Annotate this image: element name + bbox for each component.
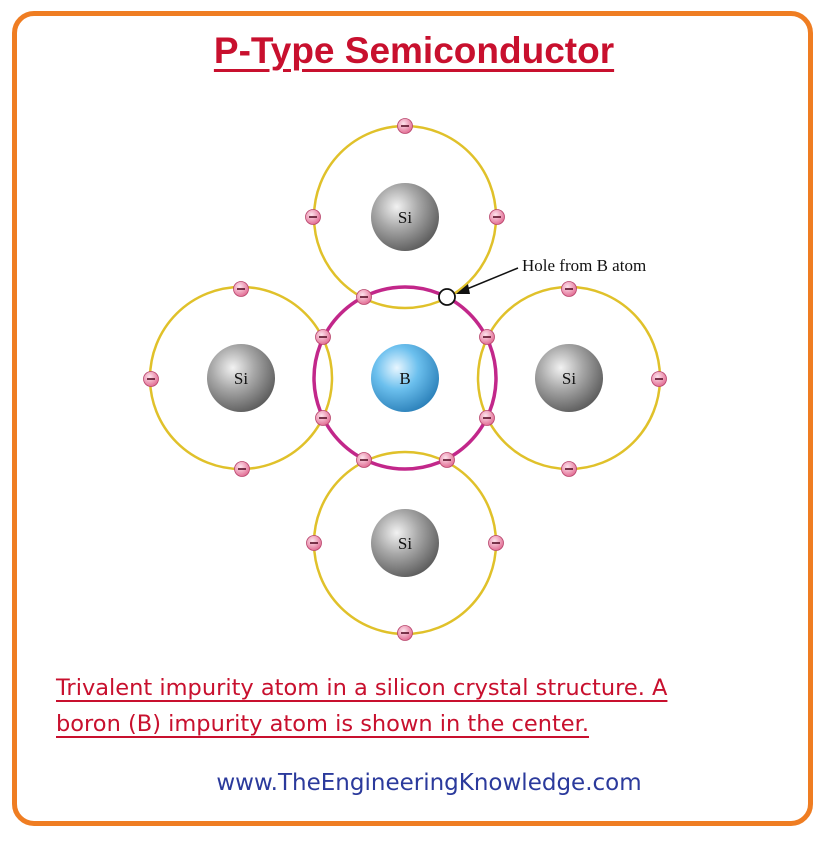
atom-top-si: Si <box>371 183 439 251</box>
hole-arrow-head <box>456 284 470 294</box>
electron <box>143 371 159 387</box>
page-title: P-Type Semiconductor <box>213 30 615 71</box>
website-footer: www.TheEngineeringKnowledge.com <box>216 770 642 796</box>
electron <box>397 625 413 641</box>
electron <box>489 209 505 225</box>
caption-line-1: Trivalent impurity atom in a silicon cry… <box>56 675 668 701</box>
diagram-frame <box>12 11 813 826</box>
atom-right-si: Si <box>535 344 603 412</box>
atom-center-b: B <box>371 344 439 412</box>
electron <box>479 410 495 426</box>
electron <box>315 410 331 426</box>
electron <box>356 452 372 468</box>
caption: Trivalent impurity atom in a silicon cry… <box>56 670 776 742</box>
atom-left-si: Si <box>207 344 275 412</box>
electron <box>479 329 495 345</box>
electron <box>233 281 249 297</box>
electron <box>234 461 250 477</box>
hole-arrow-line <box>461 267 519 292</box>
hole-marker <box>438 288 456 306</box>
caption-line-2: boron (B) impurity atom is shown in the … <box>56 711 589 737</box>
hole-label: Hole from B atom <box>522 256 646 275</box>
electron <box>439 452 455 468</box>
atom-left-label: Si <box>234 369 248 388</box>
electron <box>488 535 504 551</box>
atom-bottom-si: Si <box>371 509 439 577</box>
electron <box>306 535 322 551</box>
atom-top-label: Si <box>398 208 412 227</box>
atom-center-label: B <box>399 369 410 388</box>
electron <box>561 461 577 477</box>
electron <box>651 371 667 387</box>
atom-right-label: Si <box>562 369 576 388</box>
electron <box>315 329 331 345</box>
orbit-center-b <box>312 285 498 471</box>
electron <box>561 281 577 297</box>
electron <box>305 209 321 225</box>
electron <box>356 289 372 305</box>
atom-bottom-label: Si <box>398 534 412 553</box>
electron <box>397 118 413 134</box>
